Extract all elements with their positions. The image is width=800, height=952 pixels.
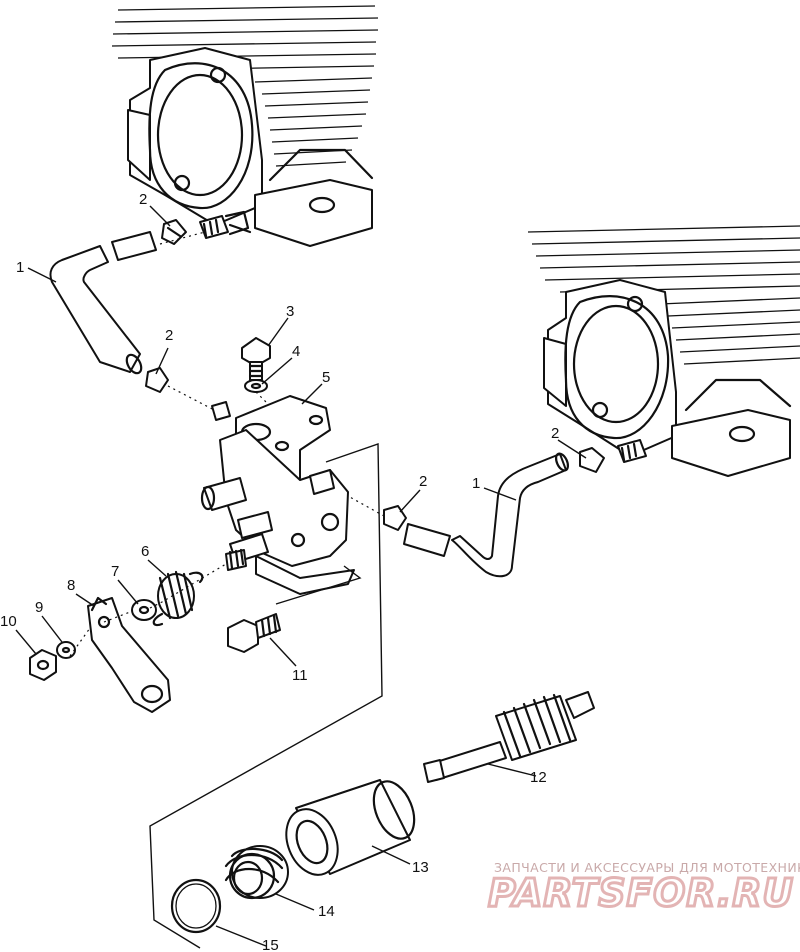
watermark: ЗАПЧАСТИ И АКСЕССУАРЫ ДЛЯ МОТОТЕХНИКИ PA… (487, 860, 800, 917)
callout-label: 2 (139, 191, 147, 208)
nut-icon (29, 649, 57, 681)
callout-label: 1 (472, 475, 480, 492)
leader-lines (15, 205, 587, 947)
lock-washer-icon (56, 641, 76, 659)
callout-label: 6 (141, 543, 149, 560)
callout-label: 12 (530, 769, 547, 786)
pump-lever-arm (87, 596, 171, 713)
callout-label: 3 (286, 303, 294, 320)
washer-icon (244, 379, 268, 393)
callout-label: 8 (67, 577, 75, 594)
washer-icon (131, 599, 157, 621)
hose-clip-icon (161, 219, 187, 245)
callout-label: 2 (551, 425, 559, 442)
bolt-icon (227, 613, 281, 653)
callout-label: 4 (292, 343, 300, 360)
callout-label: 2 (419, 473, 427, 490)
cylinder-left-illustration (111, 5, 379, 247)
callout-label: 13 (412, 859, 429, 876)
oil-seal (224, 845, 289, 900)
callout-label: 14 (318, 903, 335, 920)
oil-hose-right (403, 452, 570, 578)
callout-labels: 1 2 3 4 5 2 6 7 8 9 10 11 2 2 1 12 13 14… (0, 191, 559, 952)
callout-label: 5 (322, 369, 330, 386)
callout-label: 15 (262, 937, 279, 952)
hose-clip-icon (579, 447, 605, 473)
oil-hose-left (49, 231, 157, 375)
callout-label: 11 (292, 667, 308, 684)
callout-label: 10 (0, 613, 17, 630)
cylinder-right-illustration (527, 225, 800, 477)
oil-pump-body (200, 395, 355, 595)
oil-nipple-right (617, 439, 647, 463)
pump-drive-shaft (423, 691, 595, 783)
pump-bushing (285, 779, 416, 876)
oil-nipple-left (199, 210, 250, 239)
bolt-icon (241, 337, 271, 381)
callout-label: 7 (111, 563, 119, 580)
watermark-logo: PARTSFOR.RU (488, 871, 794, 915)
callout-label: 9 (35, 599, 43, 616)
o-ring (170, 878, 222, 934)
watermark-caption: ЗАПЧАСТИ И АКСЕССУАРЫ ДЛЯ МОТОТЕХНИКИ (494, 860, 800, 875)
return-spring-icon (152, 570, 204, 627)
pump-nipple-top (211, 401, 231, 421)
callout-label: 2 (165, 327, 173, 344)
callout-label: 1 (16, 259, 24, 276)
